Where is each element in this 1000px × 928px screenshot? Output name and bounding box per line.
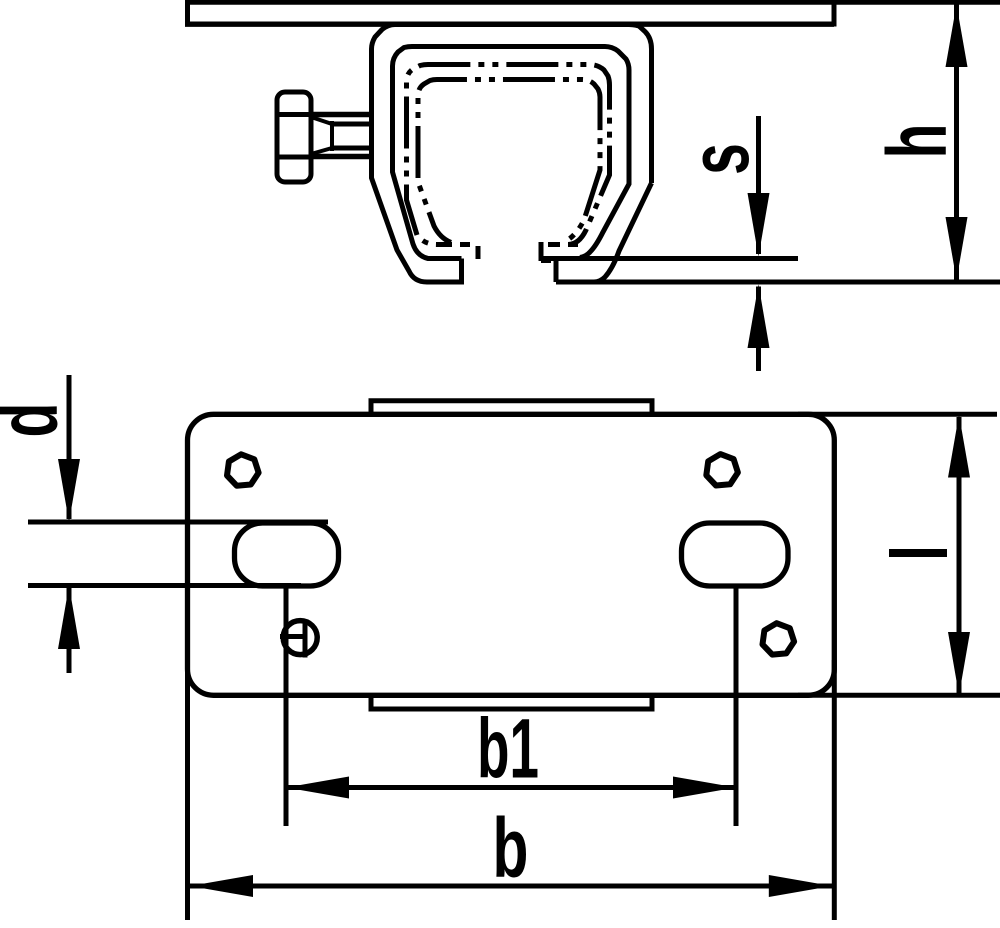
svg-text:s: s [673,143,767,175]
svg-text:h: h [871,124,965,159]
svg-text:b: b [493,802,529,896]
svg-text:b1: b1 [477,701,539,796]
svg-text:d: d [0,403,76,438]
